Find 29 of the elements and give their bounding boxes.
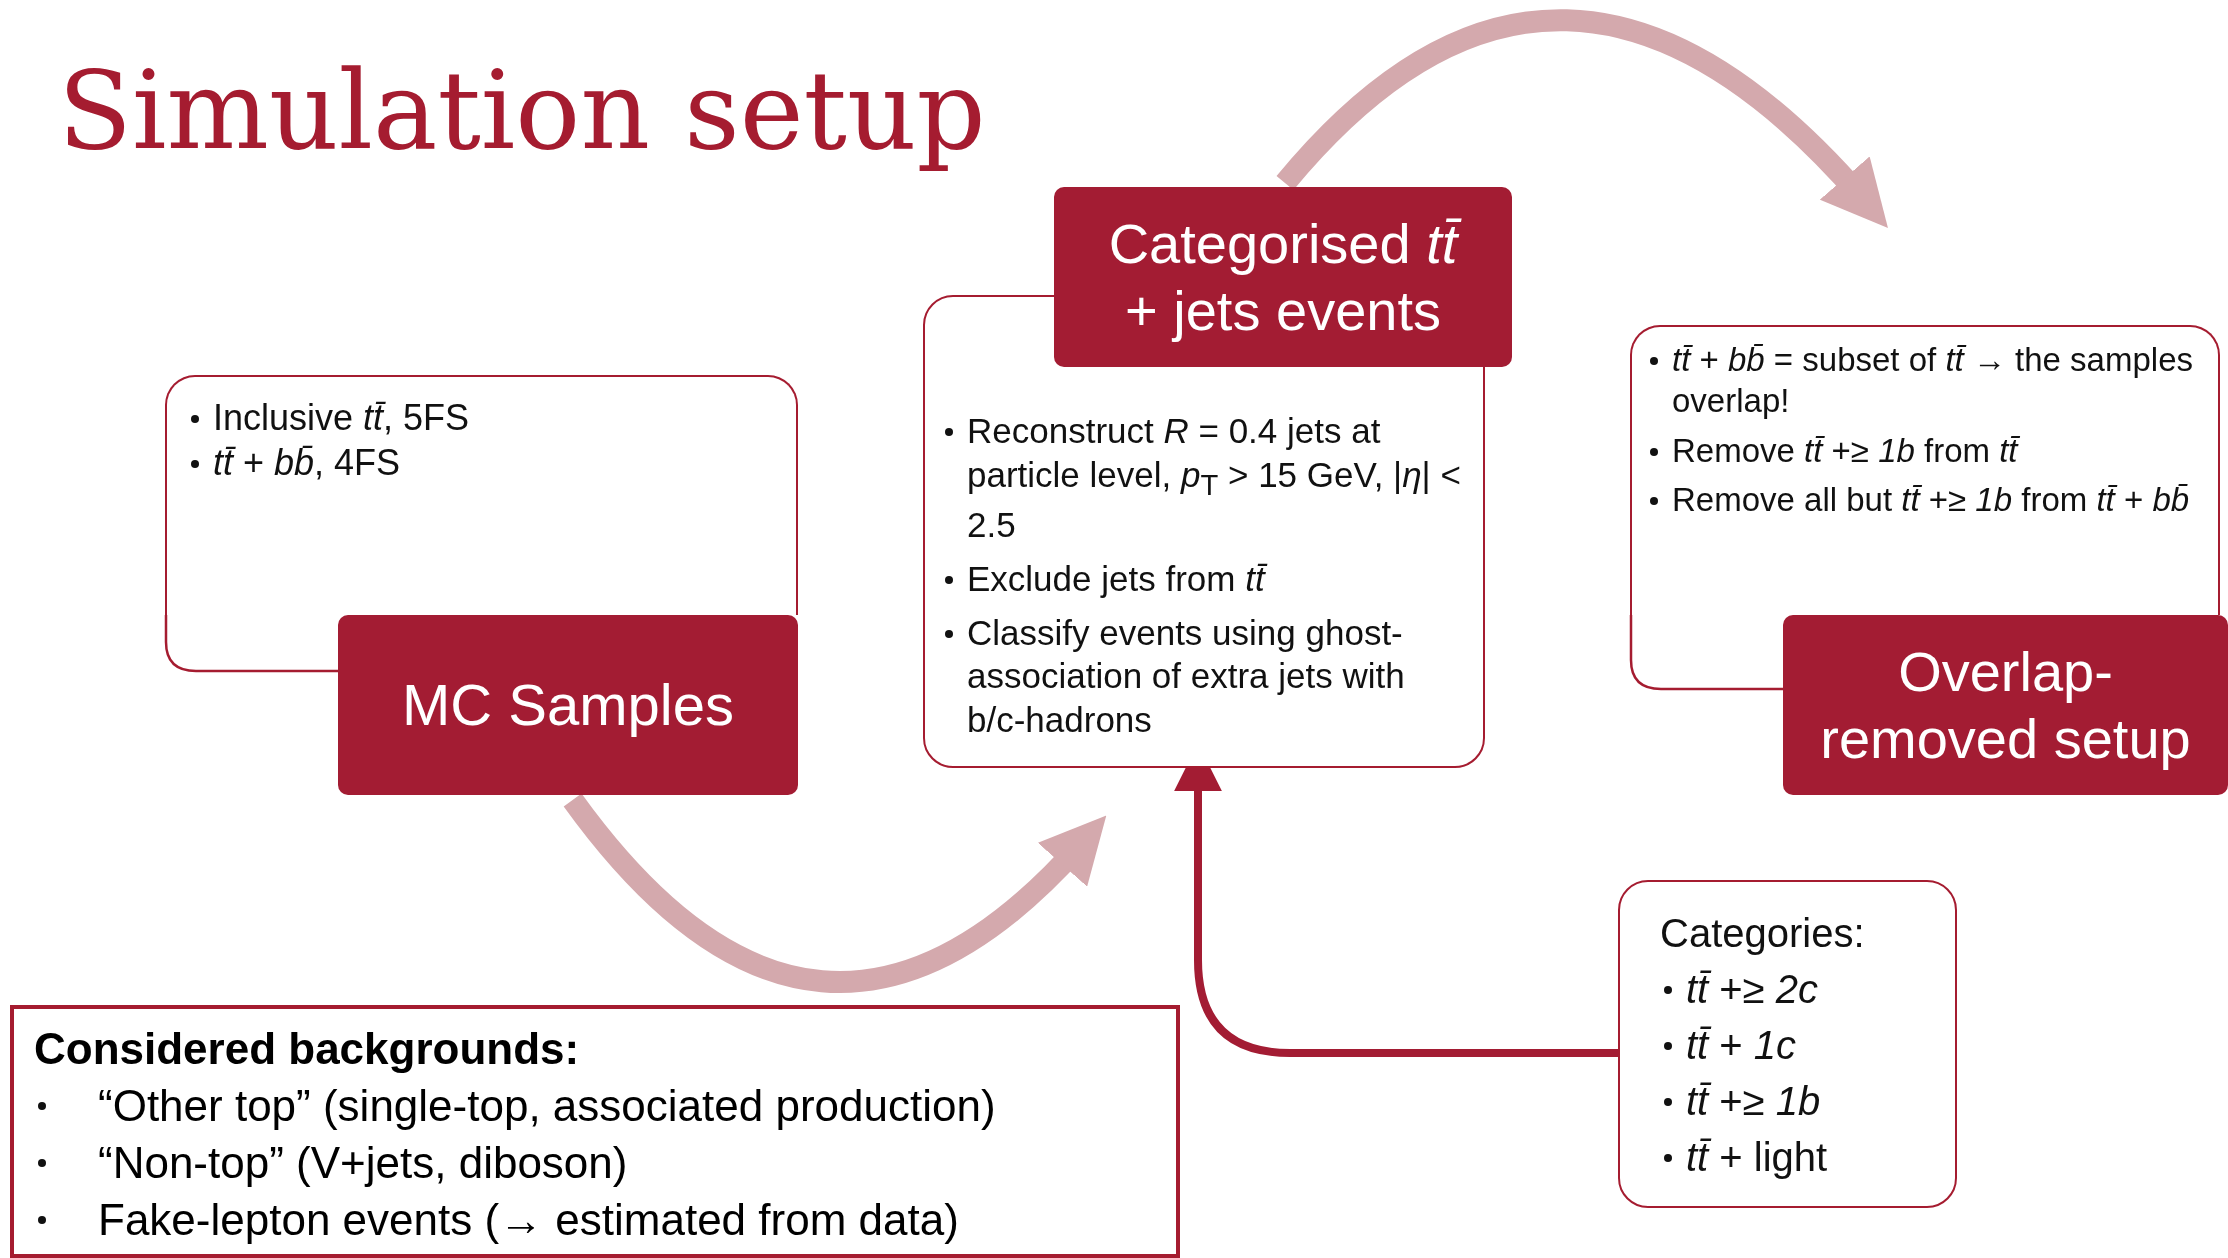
- text-card: [165, 375, 798, 615]
- bullet-text: tt̄ +≥ 2c: [1660, 964, 1935, 1014]
- bullet-text: tt̄ + 1c: [1660, 1020, 1935, 1070]
- bullet-text: tt̄ + light: [1660, 1132, 1935, 1182]
- header-text: MC Samples: [402, 671, 734, 740]
- header-text: Overlap-removed setup: [1819, 638, 2192, 772]
- bullet-text: Exclude jets from tt̄: [941, 556, 1467, 601]
- text-card: [1630, 325, 2220, 615]
- bullet-text: Classify events using ghost-association of extra jets with b/c-hadrons: [941, 610, 1467, 742]
- header-text: Categorised tt̄ + jets events: [1094, 209, 1472, 345]
- text-card: [10, 1005, 1180, 1258]
- bullet-text: tt̄ +≥ 1b: [1660, 1076, 1935, 1126]
- bullet-text: “Other top” (single-top, associated production): [34, 1078, 1156, 1133]
- header-box: [1783, 615, 2228, 795]
- text-card: [1618, 880, 1957, 1208]
- bullet-text: tt̄ + bb̄, 4FS: [187, 440, 776, 485]
- slide-title: Simulation setup: [58, 48, 986, 173]
- bullet-text: Fake-lepton events (→ estimated from data): [34, 1192, 1156, 1247]
- card-heading: Categories:: [1660, 910, 1866, 957]
- card-heading: Considered backgrounds:: [34, 1023, 581, 1075]
- bullet-text: Remove all but tt̄ +≥ 1b from tt̄ + bb̄: [1646, 478, 2204, 520]
- bullet-text: Remove tt̄ +≥ 1b from tt̄: [1646, 429, 2204, 471]
- curved-arrow: [563, 793, 1108, 993]
- curved-arrow: [1276, 9, 1890, 227]
- header-box: [338, 615, 798, 795]
- bullet-text: Inclusive tt̄, 5FS: [187, 395, 776, 440]
- bullet-text: tt̄ + bb̄ = subset of tt̄ → the samples overlap!: [1646, 339, 2204, 422]
- bullet-text: “Non-top” (V+jets, diboson): [34, 1135, 1156, 1190]
- header-box: [1054, 187, 1512, 367]
